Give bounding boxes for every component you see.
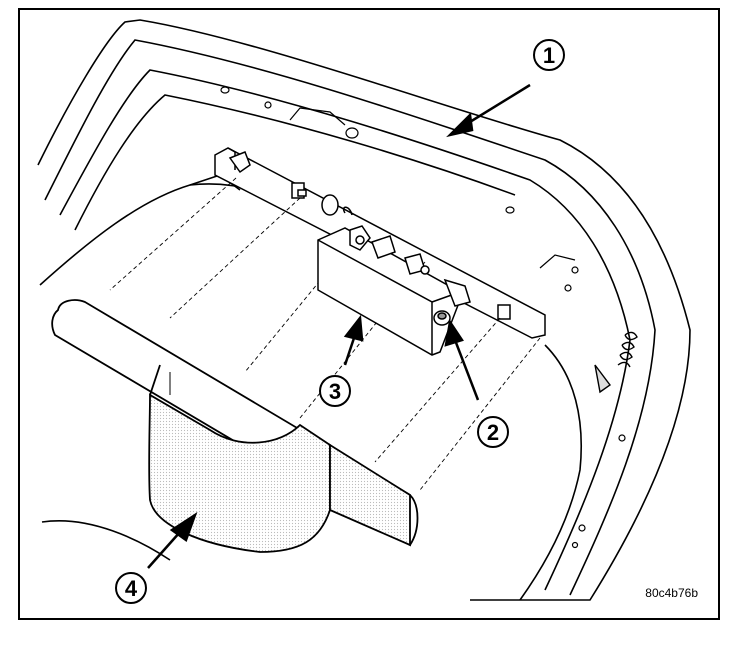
arrow-3-head bbox=[343, 314, 364, 342]
callout-4: 4 bbox=[115, 572, 147, 604]
latch-assembly bbox=[317, 225, 471, 356]
arrow-1-leader bbox=[464, 83, 531, 127]
trunk-lid-ridge bbox=[289, 107, 346, 126]
callout-arrows bbox=[147, 83, 531, 569]
cavity-right-wall bbox=[519, 344, 583, 601]
trunk-lid-outer-edge bbox=[37, 19, 691, 601]
trunk-lid-rim bbox=[74, 94, 516, 231]
callout-3-label: 3 bbox=[329, 379, 341, 404]
hinge-spring bbox=[594, 331, 638, 394]
arrow-2-leader bbox=[453, 339, 480, 401]
arrow-4-leader bbox=[147, 531, 181, 569]
arrow-3-leader bbox=[343, 334, 357, 366]
callout-1: 1 bbox=[533, 39, 565, 71]
arrow-4-head bbox=[169, 511, 198, 542]
arrow-1-head bbox=[446, 112, 474, 138]
callout-4-label: 4 bbox=[125, 576, 138, 601]
trunk-lid-flange bbox=[59, 69, 631, 591]
arrow-2-head bbox=[444, 318, 464, 347]
callout-2: 2 bbox=[477, 416, 509, 448]
cavity-bottom-curve bbox=[41, 520, 171, 561]
latch-bolt bbox=[433, 310, 451, 326]
trunk-lid bbox=[37, 19, 691, 601]
callout-2-label: 2 bbox=[487, 420, 499, 445]
figure-id-label: 80c4b76b bbox=[645, 586, 698, 600]
trim-cover-body bbox=[148, 393, 331, 553]
trim-cover bbox=[51, 299, 419, 553]
trunk-lid-inner-edge bbox=[44, 39, 656, 596]
callout-3: 3 bbox=[319, 375, 351, 407]
trim-cover-end bbox=[329, 443, 411, 547]
trunk-lid-ridge-right bbox=[539, 254, 576, 269]
lid-holes bbox=[220, 86, 626, 549]
callout-1-label: 1 bbox=[543, 43, 555, 68]
